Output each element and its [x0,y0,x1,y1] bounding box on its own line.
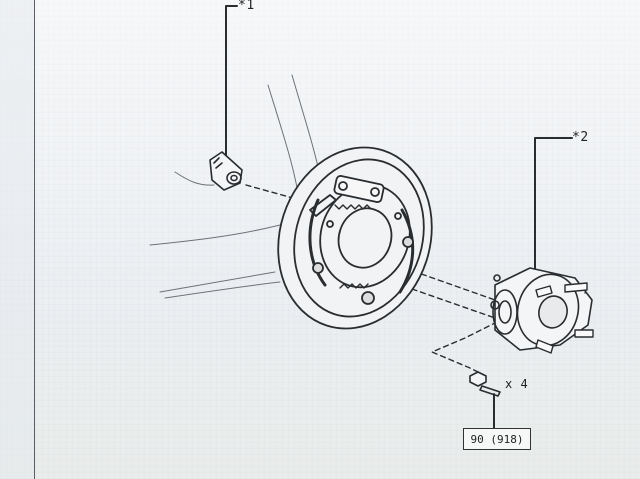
torque-spec-text: 90 (918) [470,432,524,446]
callout-2-leader [534,137,573,273]
hub-mounting-bolt [469,371,501,429]
wheel-speed-sensor [209,151,243,191]
bolt-quantity-label: x 4 [505,377,529,391]
callout-2-label: *2 [572,130,589,145]
torque-spec-box: 90 (918) [463,428,531,450]
hub-bolts [535,282,594,354]
callout-1-label: *1 [238,0,255,13]
axle-hub-assembly [490,267,594,354]
brake-backing-plate [277,146,433,330]
callout-1-leader [225,5,238,159]
page-margin-rule [0,0,35,479]
